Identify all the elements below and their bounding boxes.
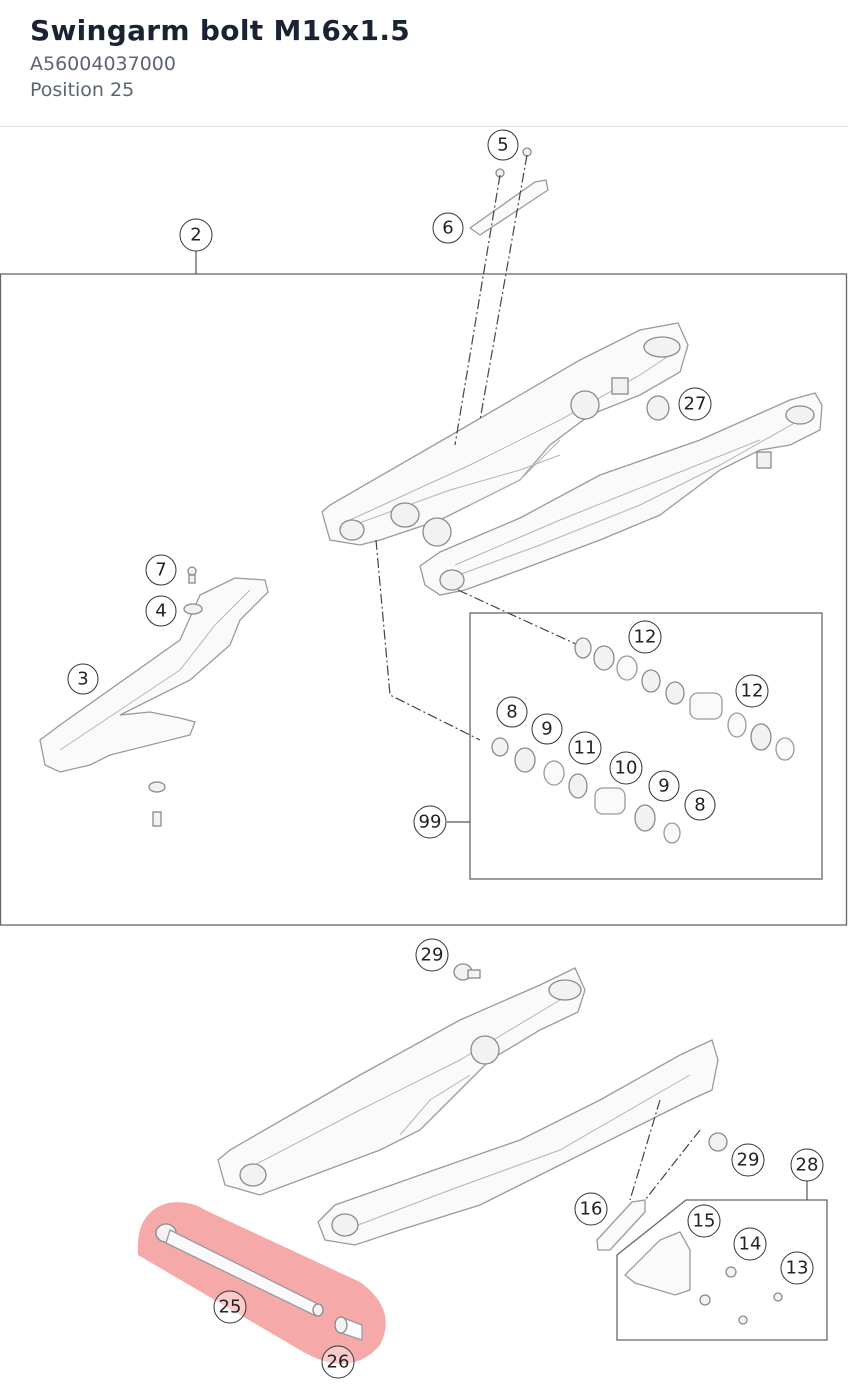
callout-9-a[interactable]: 9 bbox=[531, 713, 563, 745]
svg-text:9: 9 bbox=[658, 776, 669, 797]
position-label: Position 25 bbox=[30, 79, 135, 101]
bearing-27[interactable] bbox=[646, 395, 670, 421]
header: Swingarm bolt M16x1.5 A56004037000 Posit… bbox=[30, 14, 410, 101]
chain-guide-15[interactable] bbox=[624, 1231, 691, 1296]
svg-text:4: 4 bbox=[155, 601, 166, 622]
callout-6[interactable]: 6 bbox=[432, 212, 464, 244]
callout-12-b[interactable]: 12 bbox=[735, 674, 769, 708]
callout-10[interactable]: 10 bbox=[609, 751, 643, 785]
callout-4[interactable]: 4 bbox=[145, 595, 177, 627]
bearing-kit-box bbox=[469, 612, 823, 880]
svg-text:10: 10 bbox=[615, 758, 638, 779]
callout-16[interactable]: 16 bbox=[574, 1192, 608, 1226]
svg-text:6: 6 bbox=[442, 218, 453, 239]
assembly-box bbox=[0, 273, 848, 926]
callout-99[interactable]: 99 bbox=[413, 805, 447, 839]
callout-13[interactable]: 13 bbox=[780, 1251, 814, 1285]
swingarm-bolt-25[interactable] bbox=[155, 1223, 324, 1317]
svg-text:7: 7 bbox=[155, 560, 166, 581]
svg-text:5: 5 bbox=[497, 135, 508, 156]
svg-text:8: 8 bbox=[506, 702, 517, 723]
callout-15[interactable]: 15 bbox=[687, 1204, 721, 1238]
svg-text:8: 8 bbox=[694, 795, 705, 816]
svg-text:12: 12 bbox=[741, 681, 764, 702]
svg-text:12: 12 bbox=[634, 627, 657, 648]
svg-text:2: 2 bbox=[190, 225, 201, 246]
swingarm-lower[interactable] bbox=[217, 967, 719, 1246]
callout-11[interactable]: 11 bbox=[568, 731, 602, 765]
swingarm-upper[interactable] bbox=[321, 322, 823, 596]
callout-25[interactable]: 25 bbox=[213, 1290, 247, 1324]
chain-guide-3[interactable] bbox=[39, 577, 269, 773]
svg-text:15: 15 bbox=[693, 1211, 716, 1232]
callout-8-b[interactable]: 8 bbox=[684, 789, 716, 821]
callout-29-a[interactable]: 29 bbox=[415, 938, 449, 972]
svg-text:99: 99 bbox=[419, 812, 442, 833]
svg-text:11: 11 bbox=[574, 738, 597, 759]
callout-9-b[interactable]: 9 bbox=[648, 770, 680, 802]
svg-text:3: 3 bbox=[77, 669, 88, 690]
chain-guide-box bbox=[616, 1199, 828, 1341]
callout-26[interactable]: 26 bbox=[321, 1345, 355, 1379]
callout-28[interactable]: 28 bbox=[790, 1148, 824, 1182]
svg-text:14: 14 bbox=[739, 1234, 762, 1255]
part-title: Swingarm bolt M16x1.5 bbox=[30, 14, 411, 47]
callout-3[interactable]: 3 bbox=[67, 663, 99, 695]
svg-text:9: 9 bbox=[541, 719, 552, 740]
svg-text:28: 28 bbox=[796, 1155, 819, 1176]
header-divider bbox=[0, 126, 848, 127]
callout-27[interactable]: 27 bbox=[678, 387, 712, 421]
bolt-29-right[interactable] bbox=[708, 1132, 728, 1152]
part-number: A56004037000 bbox=[30, 53, 176, 75]
chain-slider-16[interactable] bbox=[596, 1199, 646, 1251]
callout-5[interactable]: 5 bbox=[487, 129, 519, 161]
svg-text:27: 27 bbox=[684, 394, 707, 415]
callout-7[interactable]: 7 bbox=[145, 554, 177, 586]
callout-29-b[interactable]: 29 bbox=[731, 1143, 765, 1177]
svg-text:26: 26 bbox=[327, 1352, 350, 1373]
callout-2[interactable]: 2 bbox=[179, 218, 213, 252]
svg-text:16: 16 bbox=[580, 1199, 603, 1220]
bearing-set[interactable] bbox=[491, 637, 795, 844]
svg-text:29: 29 bbox=[421, 945, 444, 966]
callout-14[interactable]: 14 bbox=[733, 1227, 767, 1261]
spacer-26[interactable] bbox=[334, 1316, 363, 1341]
callout-8-a[interactable]: 8 bbox=[496, 696, 528, 728]
svg-text:25: 25 bbox=[219, 1297, 242, 1318]
svg-text:29: 29 bbox=[737, 1150, 760, 1171]
chain-slider-6[interactable] bbox=[468, 179, 549, 236]
svg-text:13: 13 bbox=[786, 1258, 809, 1279]
callout-12-a[interactable]: 12 bbox=[628, 620, 662, 654]
